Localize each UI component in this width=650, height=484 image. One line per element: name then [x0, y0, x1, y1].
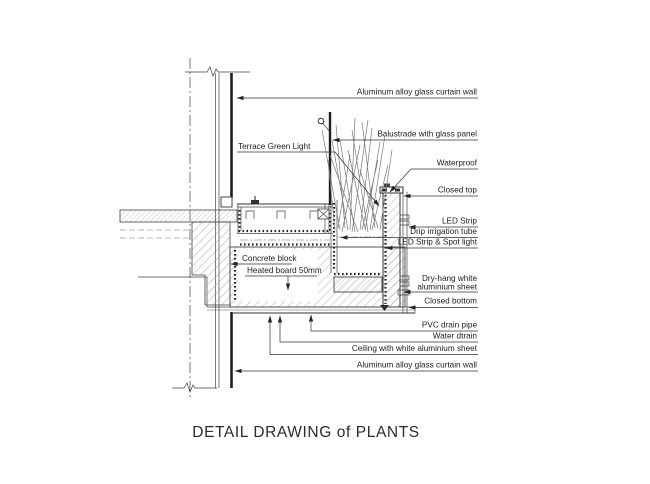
label-aluminum-top: Aluminum alloy glass curtain wall: [357, 88, 477, 97]
callouts-right: Aluminum alloy glass curtain wall Balust…: [234, 88, 478, 374]
planter-base: [191, 221, 406, 308]
drawing-title: DETAIL DRAWING of PLANTS: [192, 424, 419, 441]
label-terrace-green-light: Terrace Green Light: [238, 142, 311, 151]
trough-cavity: [332, 247, 383, 273]
floor-slab: [119, 209, 238, 307]
tray-end-bracket-cross: [317, 208, 330, 220]
leader-pvc-drain: [308, 314, 478, 332]
tray-anchor-plate: [251, 200, 259, 204]
break-symbol-bottom: [172, 382, 217, 393]
label-closed-bottom: Closed bottom: [424, 297, 477, 306]
balustrade-post: [317, 112, 332, 205]
label-led-spot: LED Strip & Spot light: [398, 238, 478, 247]
mullion-foot-bracket: [220, 196, 233, 208]
break-symbol-top: [185, 66, 250, 77]
light-arm: [322, 123, 331, 133]
label-heated-board: Heated board 50mm: [247, 266, 322, 275]
concrete-pier: [191, 221, 231, 306]
planting-tray: [237, 196, 333, 246]
tray-brackets: [245, 210, 319, 219]
callouts-left: Terrace Green Light Concrete block Heate…: [230, 142, 380, 291]
leader-water-drain: [277, 315, 478, 343]
label-ceiling: Ceiling with white aluminium sheet: [352, 344, 478, 353]
label-dry-hang-1: Dry-hang white: [422, 274, 478, 283]
screed-band: [119, 209, 238, 223]
label-dry-hang-2: aluminium sheet: [417, 283, 477, 292]
label-waterproof: Waterproof: [437, 159, 478, 168]
planter-right-wall: [382, 191, 401, 308]
trough-mortar-bed: [333, 276, 383, 293]
leader-terrace-green-light: [237, 151, 380, 207]
label-pvc-drain: PVC drain pipe: [422, 321, 478, 330]
label-concrete-block: Concrete block: [242, 254, 298, 263]
label-led-strip: LED Strip: [442, 217, 477, 226]
terrace-light-icon: [317, 117, 325, 125]
label-aluminum-bottom: Aluminum alloy glass curtain wall: [357, 361, 477, 370]
leader-ceiling: [267, 315, 478, 355]
ceiling: [207, 306, 416, 314]
label-balustrade: Balustrade with glass panel: [377, 130, 477, 139]
label-drip-tube: Drip irrigation tube: [410, 227, 477, 236]
bulkhead-outline: [138, 276, 208, 307]
label-clearing: [238, 249, 318, 301]
label-closed-top: Closed top: [438, 186, 478, 195]
drain-outlet: [380, 305, 389, 311]
label-water-drain: Water dtrain: [433, 332, 478, 341]
leader-waterproof: [389, 168, 478, 193]
